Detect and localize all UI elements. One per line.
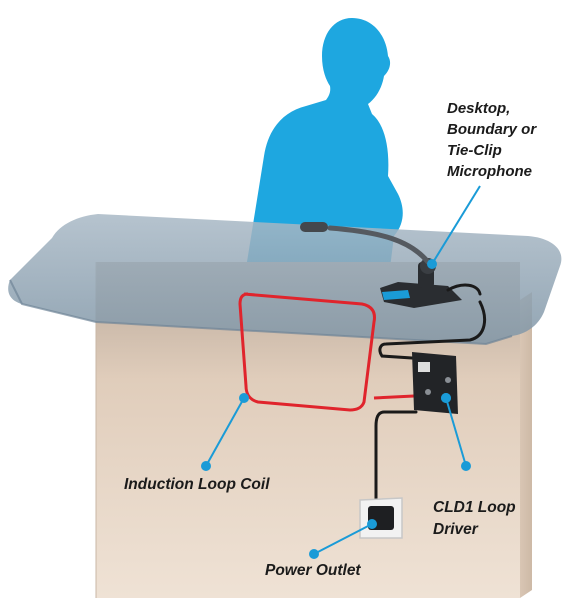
desk-top — [8, 214, 562, 346]
induction-loop-coil — [238, 292, 376, 412]
microphone-label-line-3: Tie-Clip — [447, 142, 502, 159]
loop-driver-unit — [412, 352, 458, 414]
power-outlet — [359, 497, 403, 539]
callout-lines — [201, 185, 481, 559]
microphone-label-line-1: Desktop, — [447, 100, 510, 117]
person-silhouette — [246, 18, 403, 268]
loop-driver-label-line-2: Driver — [433, 521, 479, 538]
desk-side-panel — [520, 292, 532, 598]
microphone-label-line-4: Microphone — [447, 163, 532, 180]
loop-driver-label: CLD1 Loop Driver — [433, 499, 516, 538]
loop-coil-lead — [373, 394, 415, 400]
loop-driver-label-line-1: CLD1 Loop — [433, 499, 516, 516]
power-outlet-label: Power Outlet — [265, 562, 361, 579]
microphone-label-line-2: Boundary or — [447, 121, 537, 138]
microphone-label: Desktop, Boundary or Tie-Clip Microphone — [447, 100, 537, 180]
induction-loop-coil-label: Induction Loop Coil — [124, 476, 270, 493]
